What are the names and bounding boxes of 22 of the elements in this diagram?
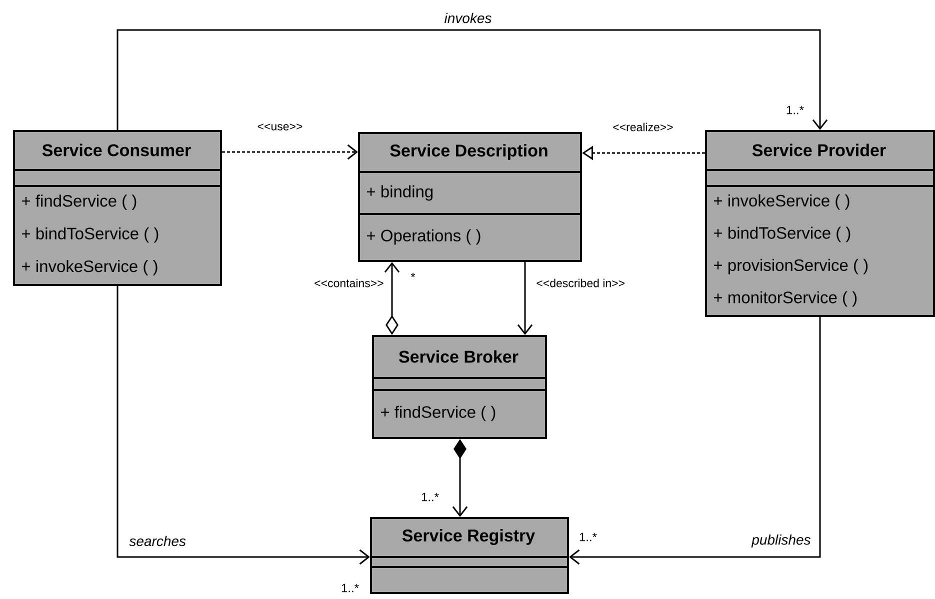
- arrow: [222, 144, 358, 160]
- edge-label: <<contains>>: [313, 278, 385, 288]
- multiplicity-label: 1..*: [580, 532, 597, 542]
- class-box: Service Registry: [370, 517, 569, 594]
- arrow: [116, 286, 370, 565]
- class-box: Service Description + binding + Operations ( ): [358, 132, 582, 262]
- multiplicity-label: 1..*: [342, 584, 359, 592]
- edge-label: <<described in>>: [535, 278, 626, 288]
- class-box: Service Consumer + findService ( ) + bindToService ( ) + invokeService ( ): [13, 130, 222, 286]
- edge-label: searches: [128, 534, 187, 548]
- class-box: Service Broker + findService ( ): [372, 335, 547, 439]
- arrow: [116, 29, 828, 130]
- edge-label: publishes: [750, 533, 812, 549]
- edge-label: <<realize>>: [612, 122, 674, 132]
- arrow: [569, 317, 821, 565]
- arrow: [517, 262, 533, 335]
- multiplicity-label: 1..*: [786, 106, 804, 114]
- edge-label: <<use>>: [256, 122, 304, 132]
- edge-label: invokes: [443, 12, 493, 24]
- multiplicity-label: 1..*: [422, 492, 439, 502]
- class-box: Service Provider + invokeService ( ) + bindToService ( ) + provisionService ( ) + monitorService ( ): [705, 130, 935, 317]
- multiplicity-label: *: [410, 272, 416, 278]
